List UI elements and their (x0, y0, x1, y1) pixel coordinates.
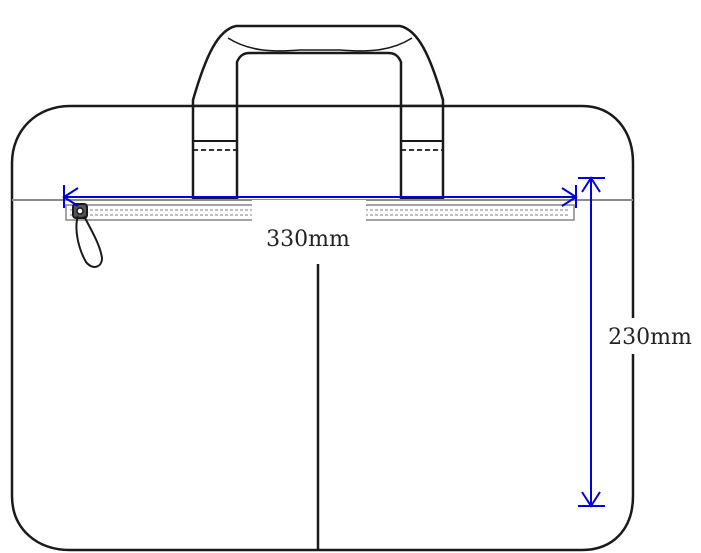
left-strap (191, 104, 239, 200)
height-label-bg (603, 318, 699, 354)
zipper-pull-icon (72, 203, 104, 268)
right-strap (399, 104, 445, 200)
width-dimension (62, 185, 578, 208)
handle-straps (191, 104, 445, 200)
bag-body (10, 104, 635, 552)
width-label-bg (252, 200, 366, 256)
zipper-slider-ring (76, 207, 84, 215)
width-label: 330mm (266, 227, 350, 252)
zipper-pull-cord (75, 215, 104, 268)
handle-top-curve (227, 37, 413, 52)
bag-handle (191, 24, 445, 196)
width-arrow-right (561, 187, 578, 207)
handle-outer-arc (191, 24, 445, 196)
handle-inner-arc (235, 51, 403, 196)
height-arrow-top (581, 176, 601, 193)
height-arrow-bottom (581, 491, 601, 508)
height-label: 230mm (608, 325, 692, 350)
height-dimension (578, 176, 605, 508)
width-arrow-left (62, 187, 79, 207)
